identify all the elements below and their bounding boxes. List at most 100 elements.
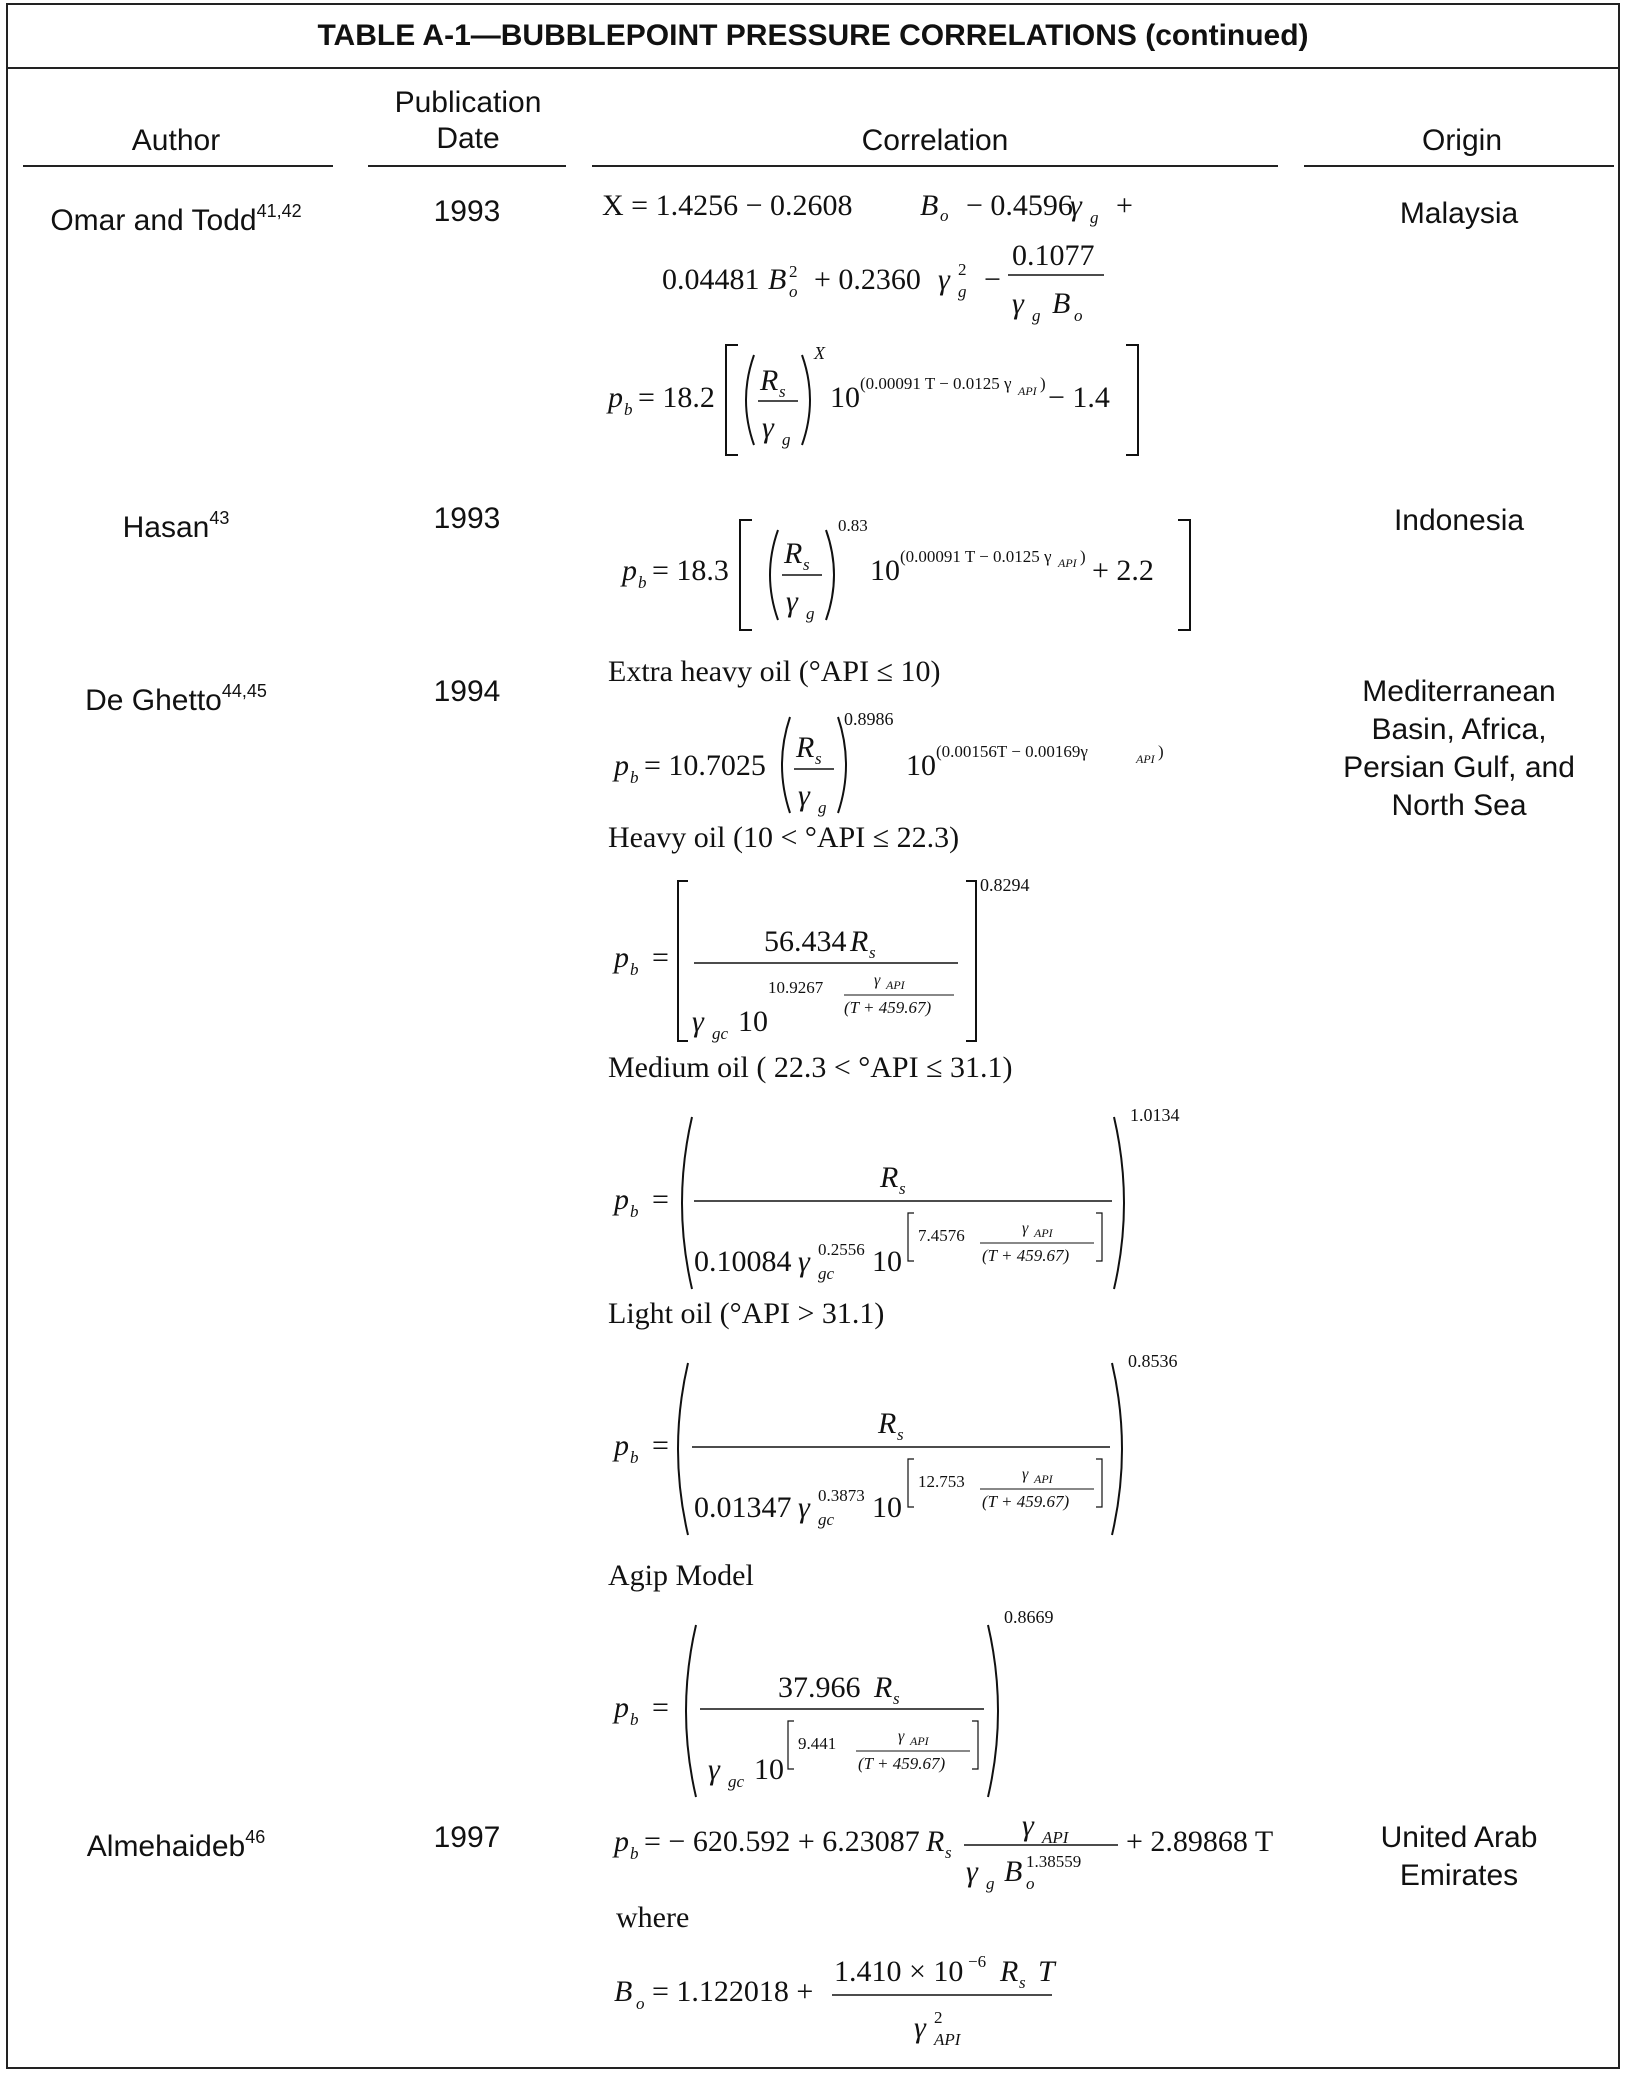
svg-text:γ: γ: [938, 263, 951, 296]
eq-text: = 10.7025: [644, 749, 766, 782]
author-omar-todd: Omar and Todd41,42: [20, 195, 332, 239]
year-omar-todd: 1993: [433, 195, 501, 228]
svg-text:g: g: [818, 798, 827, 817]
author-refs: 46: [245, 1827, 266, 1847]
eq-ten: 10: [754, 1753, 784, 1786]
svg-text:p: p: [612, 941, 629, 974]
year-de-ghetto: 1994: [433, 675, 501, 708]
dg-agip-equation: Agip Model p b = 37.966 R s γ gc 10 9.44…: [608, 1559, 1054, 1798]
svg-text:s: s: [945, 1843, 952, 1862]
eq-where: where: [616, 1901, 689, 1934]
svg-text:g: g: [806, 604, 815, 623]
svg-text:=: =: [652, 1183, 669, 1216]
origin-indonesia: Indonesia: [1393, 504, 1525, 537]
eq-text: 0.04481: [662, 263, 760, 296]
dg-heavy-equation: Heavy oil (10 < °API ≤ 22.3) p b = 56.43…: [608, 821, 1030, 1043]
dg-light-equation: Light oil (°API > 31.1) p b = R s 0.0134…: [608, 1297, 1178, 1536]
eq-den: (T + 459.67): [982, 1492, 1070, 1511]
svg-text:R: R: [925, 1825, 944, 1858]
eq-text: = − 620.592 + 6.23087: [644, 1825, 920, 1858]
year-hasan: 1993: [433, 502, 501, 535]
svg-text:s: s: [897, 1425, 904, 1444]
eq-ten: 10: [830, 381, 860, 414]
svg-text:2: 2: [934, 2008, 943, 2027]
svg-text:γ: γ: [1012, 287, 1025, 320]
svg-text:R: R: [795, 731, 814, 764]
header-rule-author: [23, 165, 333, 167]
svg-text:s: s: [893, 1689, 900, 1708]
eq-text: +: [1116, 189, 1133, 222]
header-publication: Publication: [394, 86, 542, 119]
svg-text:B: B: [768, 263, 786, 296]
svg-text:γ: γ: [874, 972, 881, 989]
svg-text:o: o: [1074, 306, 1083, 325]
table-title: TABLE A-1—BUBBLEPOINT PRESSURE CORRELATI…: [8, 5, 1618, 69]
svg-text:API: API: [1033, 1226, 1054, 1240]
svg-text:s: s: [803, 555, 810, 574]
svg-text:γ: γ: [762, 411, 775, 444]
eq-text: = 18.3: [652, 554, 729, 587]
eq-pw: 0.3873: [818, 1486, 865, 1505]
svg-text:γ: γ: [786, 585, 799, 618]
author-name: Almehaideb: [86, 1830, 246, 1863]
eq-label: Extra heavy oil (°API ≤ 10): [608, 655, 941, 688]
svg-text:API: API: [1041, 1828, 1070, 1847]
svg-text:s: s: [779, 382, 786, 401]
eq-pw: 0.2556: [818, 1240, 865, 1259]
svg-text:gc: gc: [818, 1264, 835, 1283]
eq-num: 56.434: [764, 925, 847, 958]
dg-medium-equation: Medium oil ( 22.3 < °API ≤ 31.1) p b = R…: [608, 1051, 1180, 1290]
author-de-ghetto: De Ghetto44,45: [20, 675, 332, 719]
svg-text:p: p: [612, 1429, 629, 1462]
svg-text:): ): [1040, 374, 1046, 393]
omar-x-equation: X = 1.4256 − 0.2608 B o − 0.4596 γ g + 0…: [602, 189, 1133, 325]
svg-text:2: 2: [789, 262, 798, 281]
eq-exp: 0.8669: [1004, 1607, 1054, 1627]
eq-ten: 10: [872, 1491, 902, 1524]
author-hasan: Hasan43: [20, 502, 332, 546]
author-name: Omar and Todd: [50, 204, 257, 237]
svg-text:γ: γ: [966, 1855, 979, 1888]
eq-den: (T + 459.67): [858, 1754, 946, 1773]
header-rule-correlation: [592, 165, 1278, 167]
header-rule-date: [368, 165, 566, 167]
eq-ten: 10: [870, 554, 900, 587]
almehaideb-pb-equation: p b = − 620.592 + 6.23087 R s γ API γ g …: [612, 1809, 1273, 2049]
svg-text:R: R: [849, 925, 868, 958]
eq-bo: B: [920, 189, 938, 222]
svg-text:R: R: [783, 537, 802, 570]
svg-text:γ: γ: [798, 1245, 811, 1278]
svg-text:γ: γ: [708, 1753, 721, 1786]
eq-pw: 1.38559: [1026, 1852, 1081, 1871]
eq-exp: (0.00091 T − 0.0125 γ: [860, 374, 1012, 393]
eq-text: = 18.2: [638, 381, 715, 414]
eq-c1: 9.441: [798, 1734, 836, 1753]
svg-text:R: R: [877, 1407, 896, 1440]
origin-line: Mediterranean: [1362, 675, 1556, 708]
header-correlation: Correlation: [861, 124, 1009, 157]
eq-text: − 0.4596: [966, 189, 1073, 222]
author-refs: 43: [209, 508, 230, 528]
svg-text:p: p: [620, 554, 637, 587]
svg-text:γ: γ: [898, 1728, 905, 1745]
author-name: De Ghetto: [85, 684, 222, 717]
eq-num: 37.966: [778, 1671, 861, 1704]
svg-text:γ: γ: [1070, 189, 1083, 222]
eq-num: 0.1077: [1012, 239, 1095, 272]
eq-label: Light oil (°API > 31.1): [608, 1297, 884, 1330]
svg-text:B: B: [1004, 1855, 1022, 1888]
svg-text:s: s: [869, 943, 876, 962]
origin-line: United Arab: [1380, 1821, 1538, 1854]
header-origin: Origin: [1421, 124, 1503, 157]
eq-a: 0.01347: [694, 1491, 792, 1524]
header-author: Author: [131, 124, 221, 157]
svg-text:s: s: [1019, 1973, 1026, 1992]
eq-label: Medium oil ( 22.3 < °API ≤ 31.1): [608, 1051, 1013, 1084]
svg-text:g: g: [782, 430, 791, 449]
svg-text:o: o: [1026, 1874, 1035, 1893]
svg-text:γ: γ: [914, 2011, 927, 2044]
eq-text: + 2.89868 T: [1126, 1825, 1273, 1858]
svg-text:T: T: [1038, 1955, 1057, 1988]
eq-c1: 7.4576: [918, 1226, 965, 1245]
svg-text:p: p: [612, 1825, 629, 1858]
